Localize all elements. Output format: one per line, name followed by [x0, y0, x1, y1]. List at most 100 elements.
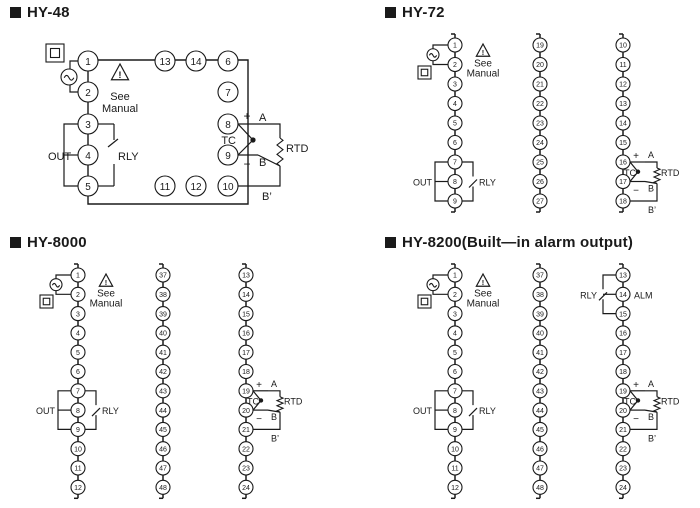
hy72-terminal-2-number: 2	[453, 62, 457, 69]
hy8200-terminal-37	[532, 267, 548, 283]
hy72-terminal-15	[615, 134, 631, 151]
hy72-terminal-19	[532, 37, 548, 53]
warning-icon-mark: !	[482, 278, 484, 287]
wire	[432, 44, 448, 49]
wire	[645, 161, 658, 168]
hy8200-terminal-16-number: 16	[619, 331, 627, 338]
hy72-terminal-13-number: 13	[619, 101, 627, 108]
hy8000-terminal-44	[155, 402, 171, 418]
hy8000-title: HY-8000	[10, 234, 87, 251]
hy8000-terminal-3	[70, 306, 86, 322]
minus-label: −	[633, 186, 639, 197]
hy8000-terminal-23-number: 23	[242, 466, 250, 473]
see-manual-label: Manual	[467, 298, 500, 309]
hy72-terminal-12-number: 12	[619, 82, 627, 89]
see-manual-label: Manual	[102, 103, 138, 115]
hy8200-terminal-46-number: 46	[536, 446, 544, 453]
rtd-label: RTD	[284, 396, 303, 406]
hy8000-terminal-38-number: 38	[159, 292, 167, 299]
hy72-terminal-14	[615, 115, 631, 131]
wire	[268, 390, 281, 397]
b-label: B	[648, 184, 654, 194]
hy8200-terminal-17	[615, 344, 631, 360]
a-label: A	[259, 112, 267, 124]
a-label: A	[648, 379, 654, 389]
hy8200-terminal-44-number: 44	[536, 408, 544, 415]
hy8200-terminal-17-number: 17	[619, 350, 627, 357]
hy72-terminal-4	[447, 95, 463, 112]
rtd-label: RTD	[286, 143, 308, 155]
hy8000-terminal-43-number: 43	[159, 388, 167, 395]
hy8000-terminal-38	[155, 286, 171, 302]
hy72-terminal-21	[532, 76, 548, 92]
wire	[237, 123, 254, 141]
b-label: B	[271, 412, 277, 422]
hy8000-terminal-20-number: 20	[242, 408, 250, 415]
hy72-title: HY-72	[385, 4, 445, 21]
hy72-terminal-11	[615, 56, 631, 73]
bullet-square-icon	[10, 7, 21, 18]
wire	[462, 161, 474, 177]
hy8000-terminal-16-number: 16	[242, 331, 250, 338]
rtd-resistor-icon	[652, 167, 662, 185]
hy8200-terminal-3-number: 3	[453, 311, 457, 318]
hy8000-terminal-16	[238, 325, 254, 341]
hy8000-terminal-13	[238, 267, 254, 283]
hy48-terminal-8-number: 8	[225, 120, 231, 131]
hy8000-terminal-47-number: 47	[159, 466, 167, 473]
wire	[630, 183, 658, 202]
hy8000-terminal-48-number: 48	[159, 485, 167, 492]
hy8200-terminal-20-number: 20	[619, 408, 627, 415]
hy48-terminal-4-number: 4	[85, 151, 91, 162]
hy8000-terminal-24-number: 24	[242, 485, 250, 492]
a-label: A	[271, 379, 277, 389]
relay-contact-icon	[468, 407, 478, 417]
wire	[252, 400, 262, 411]
wire	[629, 390, 639, 401]
hy48-terminal-2-number: 2	[85, 88, 91, 99]
wire	[432, 60, 448, 66]
tc-label: TC	[624, 168, 636, 178]
hy8200-terminal-23	[615, 460, 631, 476]
hy72-terminal-23	[532, 115, 548, 131]
hy48-terminal-14	[185, 50, 207, 72]
hy8200-terminal-3	[447, 306, 463, 322]
hy8200-terminal-45-number: 45	[536, 427, 544, 434]
hy8000-terminal-14-number: 14	[242, 292, 250, 299]
wire	[629, 171, 639, 182]
wire	[629, 400, 639, 411]
hy8000-terminal-42	[155, 363, 171, 380]
hy8000-terminal-40-number: 40	[159, 331, 167, 338]
hy48-terminal-11	[154, 175, 176, 197]
warning-icon-mark: !	[105, 278, 107, 287]
hy8000-terminal-45-number: 45	[159, 427, 167, 434]
hy72-terminal-3-number: 3	[453, 82, 457, 89]
b-prime-label: B’	[262, 191, 272, 203]
hy8000-terminal-40	[155, 325, 171, 341]
hy48-terminal-3-number: 3	[85, 120, 91, 131]
hy8000-terminal-12	[70, 479, 86, 495]
tc-label: TC	[247, 396, 259, 406]
hy8000-terminal-11	[70, 460, 86, 476]
hy8000-terminal-11-number: 11	[74, 466, 81, 473]
hy8200-terminal-12	[447, 479, 463, 495]
b-prime-label: B’	[648, 205, 656, 215]
relay-contact-icon	[598, 291, 608, 301]
hy8200-terminal-11-number: 11	[451, 466, 458, 473]
plus-label: +	[243, 109, 250, 123]
hy8000-terminal-46	[155, 441, 171, 457]
alm-label: ALM	[634, 290, 653, 300]
hy72-terminal-20-number: 20	[536, 62, 544, 69]
hy8200-terminal-16	[615, 325, 631, 341]
hy72-terminal-25	[532, 154, 548, 170]
double-insulation-inner-icon	[49, 47, 61, 59]
hy72-terminal-26-number: 26	[536, 179, 544, 186]
hy8200-terminal-24-number: 24	[619, 485, 627, 492]
hy72-terminal-22-number: 22	[536, 101, 544, 108]
alarm-rly-label: RLY	[580, 290, 597, 300]
hy48-terminal-14-number: 14	[190, 57, 202, 68]
hy72-terminal-12	[615, 76, 631, 92]
rtd-resistor-icon	[275, 396, 285, 413]
hy8200-terminal-38-number: 38	[536, 292, 544, 299]
double-insulation-inner-icon	[42, 297, 51, 306]
